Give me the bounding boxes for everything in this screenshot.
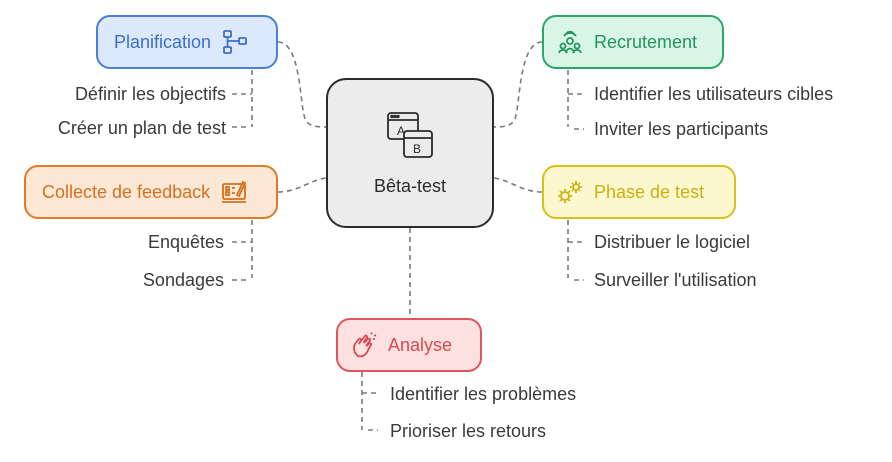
node-recrutement[interactable]: Recrutement — [542, 15, 724, 69]
gears-icon — [556, 178, 584, 206]
leaf-phase-1: Distribuer le logiciel — [594, 232, 751, 252]
leaf-planification-2: Créer un plan de test — [57, 118, 226, 138]
node-collecte-label: Collecte de feedback — [42, 181, 211, 202]
node-collecte[interactable]: Collecte de feedback — [24, 165, 278, 219]
leaf-recrutement-1: Identifier les utilisateurs cibles — [594, 84, 834, 104]
feedback-screen-icon — [220, 178, 248, 206]
connector-phase-items — [567, 220, 584, 281]
ab-test-icon: A B — [384, 109, 436, 166]
connector-collecte-items — [232, 220, 253, 281]
clapping-hands-icon — [350, 331, 378, 359]
leaf-collecte-2: Sondages — [142, 270, 224, 290]
connector-collecte — [277, 177, 327, 193]
leaf-planification-1: Définir les objectifs — [74, 84, 226, 104]
node-planification-label: Planification — [114, 31, 212, 52]
center-label: Bêta-test — [373, 176, 447, 196]
svg-text:B: B — [413, 142, 421, 156]
node-phase[interactable]: Phase de test — [542, 165, 736, 219]
connector-phase — [493, 177, 543, 193]
connector-planification-items — [232, 70, 253, 128]
flowchart-icon — [221, 28, 249, 56]
svg-text:A: A — [397, 124, 405, 138]
leaf-recrutement-2: Inviter les participants — [594, 119, 769, 139]
connector-recrutement — [493, 41, 543, 128]
leaf-collecte-1: Enquêtes — [147, 232, 224, 252]
node-recrutement-label: Recrutement — [594, 31, 698, 52]
node-planification[interactable]: Planification — [96, 15, 278, 69]
connector-recrutement-items — [567, 70, 584, 130]
people-network-icon — [556, 28, 584, 56]
node-analyse-label: Analyse — [388, 334, 453, 355]
center-node[interactable]: A B Bêta-test — [326, 78, 494, 228]
connector-planification — [277, 41, 327, 128]
leaf-analyse-1: Identifier les problèmes — [390, 384, 577, 404]
connector-analyse-items — [361, 372, 378, 431]
leaf-analyse-2: Prioriser les retours — [390, 421, 547, 441]
node-phase-label: Phase de test — [594, 181, 705, 202]
leaf-phase-2: Surveiller l'utilisation — [594, 270, 757, 290]
node-analyse[interactable]: Analyse — [336, 318, 482, 372]
